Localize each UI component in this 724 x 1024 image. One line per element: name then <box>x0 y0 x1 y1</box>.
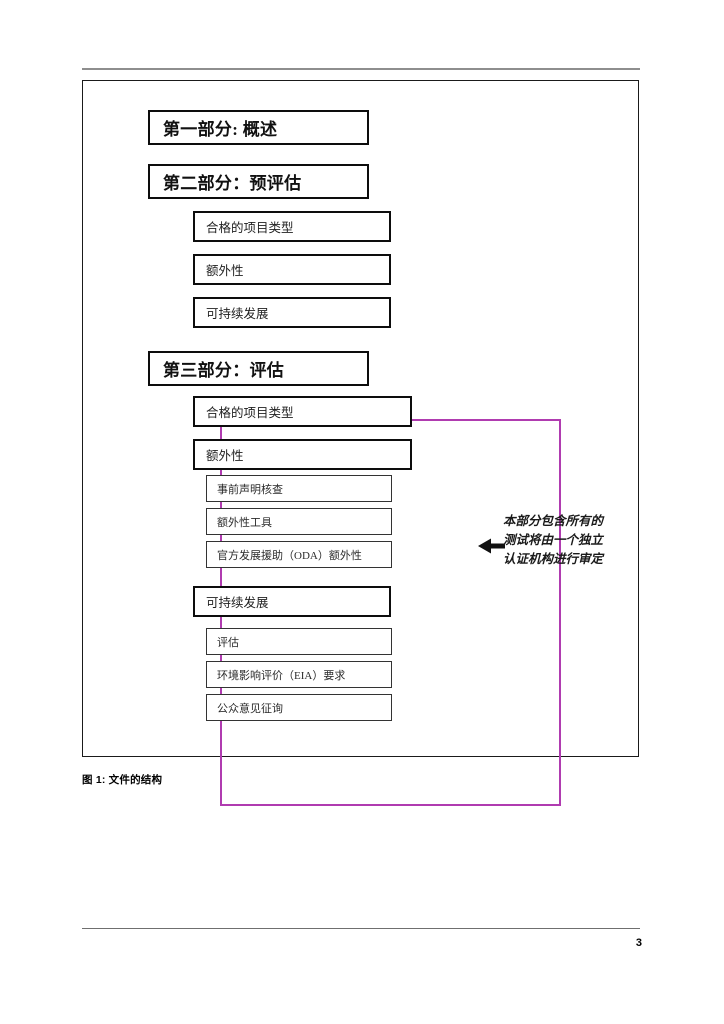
flow-box-additionality-tool[interactable]: 额外性工具 <box>206 508 392 535</box>
annotation-line-1: 本部分包含所有的 <box>503 514 604 528</box>
flow-box-oda-additionality[interactable]: 官方发展援助（ODA）额外性 <box>206 541 392 568</box>
flow-box-label: 合格的项目类型 <box>206 406 294 420</box>
figure-caption: 图 1: 文件的结构 <box>82 774 163 786</box>
footer-rule <box>82 928 640 929</box>
flow-box-label: 额外性 <box>206 264 244 278</box>
page-number: 3 <box>635 937 642 949</box>
flow-box-label: 第一部分: 概述 <box>163 120 278 139</box>
flow-box-label: 合格的项目类型 <box>206 221 294 235</box>
flow-box-part-two-additionality[interactable]: 额外性 <box>193 254 391 285</box>
flow-box-label: 官方发展援助（ODA）额外性 <box>217 549 362 562</box>
flow-box-part-three-sustainable-development[interactable]: 可持续发展 <box>193 586 391 617</box>
flow-box-part-three-additionality[interactable]: 额外性 <box>193 439 412 470</box>
flow-box-part-three[interactable]: 第三部分：评估 <box>148 351 369 386</box>
flow-box-label: 第二部分：预评估 <box>163 174 302 193</box>
flow-box-label: 额外性工具 <box>217 516 272 529</box>
flow-box-label: 环境影响评价（EIA）要求 <box>217 669 346 682</box>
flow-box-label: 评估 <box>217 636 239 649</box>
flow-box-label: 公众意见征询 <box>217 702 283 715</box>
flow-box-part-three-eligible-types[interactable]: 合格的项目类型 <box>193 396 412 427</box>
flow-box-part-two-eligible-types[interactable]: 合格的项目类型 <box>193 211 391 242</box>
flow-box-label: 额外性 <box>206 449 244 463</box>
flow-box-public-consultation[interactable]: 公众意见征询 <box>206 694 392 721</box>
annotation-line-2: 测试将由一个独立 <box>503 533 604 547</box>
flow-box-part-two[interactable]: 第二部分：预评估 <box>148 164 369 199</box>
flow-box-assessment[interactable]: 评估 <box>206 628 392 655</box>
callout-arrow-icon <box>478 538 505 554</box>
header-rule <box>82 68 640 70</box>
flow-box-label: 事前声明核查 <box>217 483 283 496</box>
flow-box-eia-requirement[interactable]: 环境影响评价（EIA）要求 <box>206 661 392 688</box>
flow-box-label: 第三部分：评估 <box>163 361 285 380</box>
flow-box-prior-consideration-check[interactable]: 事前声明核查 <box>206 475 392 502</box>
flow-box-part-two-sustainable-development[interactable]: 可持续发展 <box>193 297 391 328</box>
flow-box-label: 可持续发展 <box>206 596 269 610</box>
annotation-line-3: 认证机构进行审定 <box>503 552 604 566</box>
flow-box-label: 可持续发展 <box>206 307 269 321</box>
flow-box-part-one[interactable]: 第一部分: 概述 <box>148 110 369 145</box>
figure-frame: 第一部分: 概述 第二部分：预评估 合格的项目类型 额外性 可持续发展 第三部分… <box>82 80 639 806</box>
callout-annotation: 本部分包含所有的 测试将由一个独立 认证机构进行审定 <box>503 512 635 569</box>
